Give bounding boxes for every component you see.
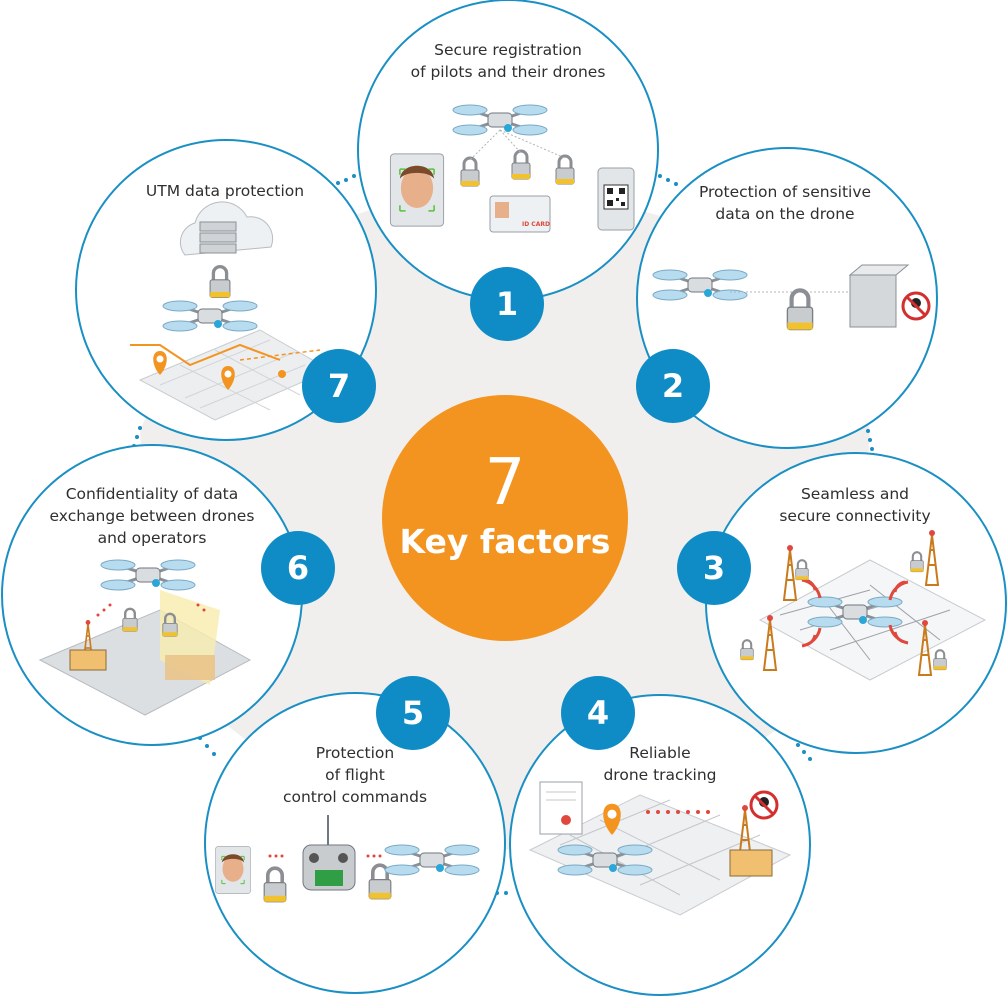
factor-4-line-2: drone tracking <box>603 766 717 784</box>
badge-2: 2 <box>636 349 710 423</box>
certificate-icon <box>539 781 583 835</box>
factor-1-line-1: Secure registration <box>434 41 582 59</box>
illustration-registration: ID CARD <box>389 103 635 233</box>
illustration-sensitive-data <box>651 264 931 330</box>
center-title: Key factors <box>399 522 611 561</box>
factor-5-line-3: control commands <box>282 788 428 806</box>
badge-4: 4 <box>561 676 635 750</box>
center-circle <box>382 395 628 641</box>
factor-label-5: Protection of flight control commands <box>265 742 445 808</box>
illustration-flight-commands <box>215 815 481 904</box>
factor-label-7: UTM data protection <box>130 180 320 202</box>
factor-label-1: Secure registration of pilots and their … <box>398 39 618 83</box>
badge-5: 5 <box>376 676 450 750</box>
factor-label-2: Protection of sensitive data on the dron… <box>680 181 890 225</box>
factor-label-4: Reliable drone tracking <box>580 742 740 786</box>
badge-6: 6 <box>261 531 335 605</box>
illustration-connectivity <box>739 529 987 681</box>
control-building <box>729 849 773 877</box>
factor-3-line-1: Seamless and <box>800 485 910 503</box>
factor-5-line-2: of flight <box>325 766 385 784</box>
illustration-confidentiality <box>38 558 252 716</box>
factor-2-line-2: data on the drone <box>715 205 855 223</box>
server-icon <box>849 274 897 328</box>
factor-3-line-2: secure connectivity <box>779 507 931 525</box>
factor-6-line-1: Confidentiality of data <box>65 485 239 503</box>
illustration-tracking <box>528 781 792 916</box>
factor-6-line-2: exchange between drones <box>49 507 255 525</box>
center-count: 7 <box>484 446 526 520</box>
factor-7-line-1: UTM data protection <box>145 182 305 200</box>
crowd <box>165 655 215 680</box>
factor-4-line-1: Reliable <box>629 744 691 762</box>
factor-label-6: Confidentiality of data exchange between… <box>42 483 262 549</box>
factor-6-line-3: and operators <box>97 529 207 547</box>
badge-3: 3 <box>677 531 751 605</box>
badge-7: 7 <box>302 349 376 423</box>
id-card-label: ID CARD <box>522 221 550 228</box>
factor-2-line-1: Protection of sensitive <box>698 183 872 201</box>
factor-circle-2 <box>636 147 938 449</box>
factor-5-line-1: Protection <box>315 744 395 762</box>
factor-label-3: Seamless and secure connectivity <box>760 483 950 527</box>
factor-circle-5 <box>204 692 506 994</box>
factor-1-line-2: of pilots and their drones <box>410 63 606 81</box>
badge-1: 1 <box>470 267 544 341</box>
